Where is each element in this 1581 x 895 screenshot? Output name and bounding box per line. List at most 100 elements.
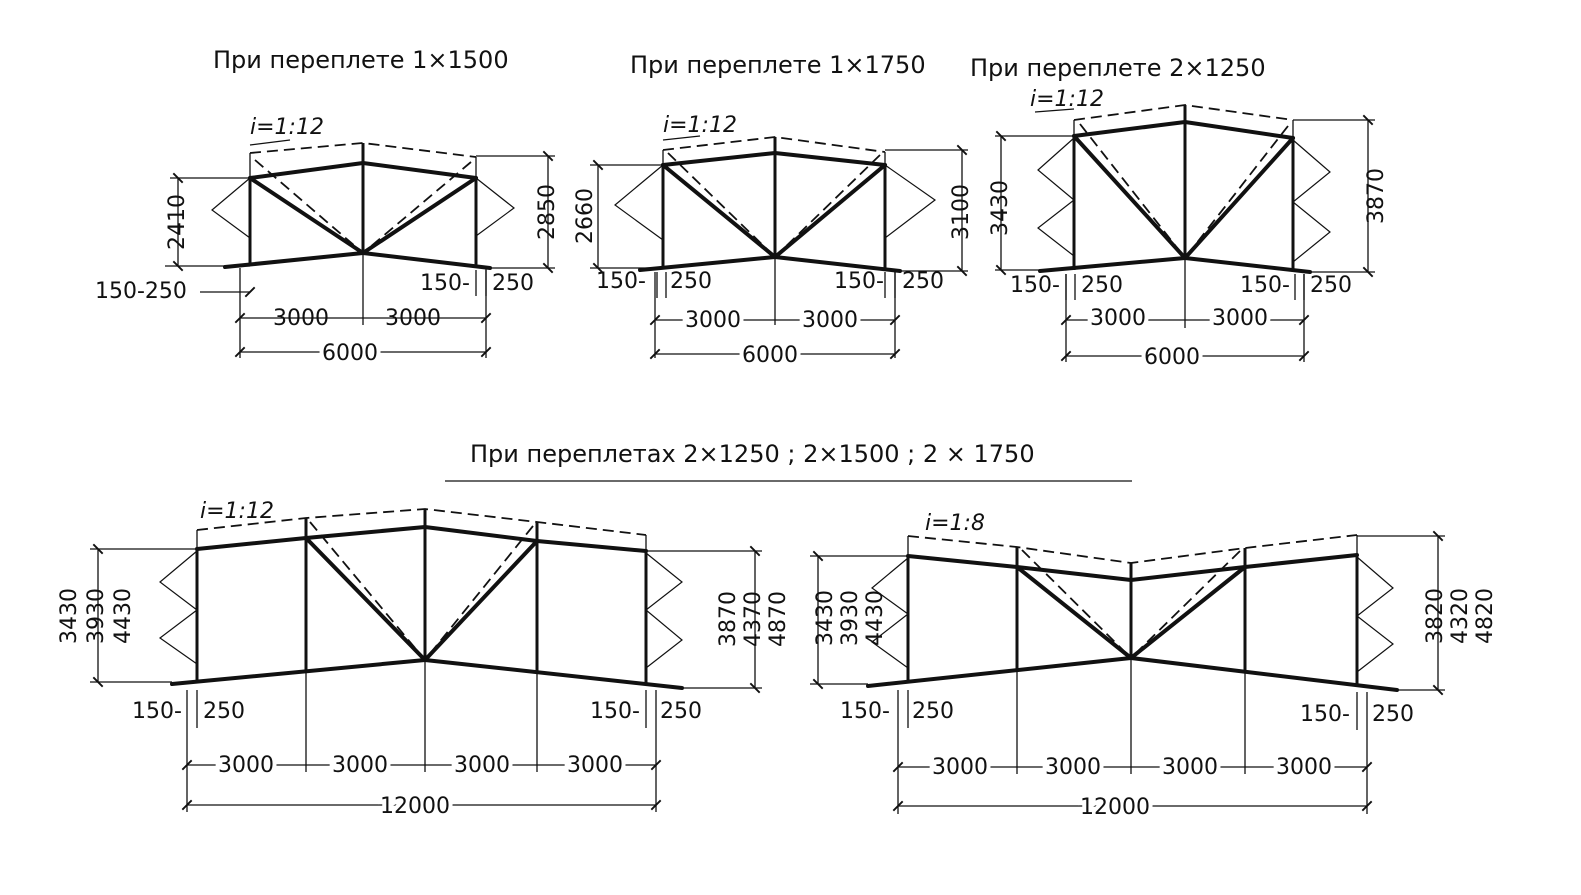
dim-right-height-1: 3820	[1423, 588, 1448, 644]
slope-label: i=1:12	[250, 115, 324, 140]
dim-span-3: 3000	[1162, 755, 1218, 780]
dim-right-height-1: 3870	[716, 591, 741, 647]
sash-symbol-left	[870, 557, 910, 669]
dim-offset-right-a: 150-	[1300, 702, 1350, 727]
brace-right-dashed	[1130, 550, 1241, 659]
dim-span-left-label: 3000	[1090, 306, 1146, 331]
roof-profile-dashed	[249, 142, 477, 158]
top-chord	[195, 525, 648, 553]
sash-symbol-right	[645, 552, 683, 669]
dim-span-1: 3000	[932, 755, 988, 780]
dim-offset-left-b: 250	[670, 269, 712, 294]
sash-symbol-left	[614, 164, 664, 241]
lantern-frame-12m-gable: i=1:12 3430 3930 4430 3870 4370 4870 150…	[57, 499, 791, 823]
lantern-frame-1x1750: i=1:12 2660 3100 150- 250 150- 250 3000 …	[573, 113, 974, 372]
dim-span-left-label: 3000	[685, 308, 741, 333]
lantern-frame-12m-valley: i=1:8 3430 3930 4430 3820 4320 4820 150-…	[810, 511, 1498, 824]
lantern-frame-1x1500: i=1:12 2410 2850 150-250 150- 250 3000 3…	[95, 115, 560, 370]
dim-offset-left-a: 150-	[596, 269, 646, 294]
dim-total-label: 12000	[380, 794, 450, 819]
dim-left-height-2: 3930	[838, 590, 863, 646]
dim-offset-left-b: 250	[1081, 273, 1123, 298]
dim-offset-left-b: 250	[912, 699, 954, 724]
brace-left	[1072, 134, 1187, 260]
brace-left	[304, 536, 427, 662]
dim-left-height-3: 4430	[863, 590, 888, 646]
brace-left-dashed	[667, 152, 776, 258]
brace-left-dashed	[1079, 123, 1186, 259]
dim-right-height-label: 3100	[949, 184, 974, 240]
brace-left-dashed	[309, 521, 426, 661]
dim-offset-right-a: 150-	[834, 269, 884, 294]
dim-total-label: 12000	[1080, 795, 1150, 820]
dim-span-left-label: 3000	[273, 306, 329, 331]
heading-binding-1x1500: При переплете 1×1500	[213, 46, 509, 74]
brace-right	[361, 176, 478, 255]
dim-span-4: 3000	[1276, 755, 1332, 780]
dim-right-height-label: 3870	[1364, 168, 1389, 224]
dim-offset-right-a: 150-	[590, 699, 640, 724]
slope-label: i=1:12	[663, 113, 737, 138]
heading-binding-2x1250: При переплете 2×1250	[970, 54, 1266, 82]
slope-leader	[662, 135, 701, 141]
dim-offset-right-b: 250	[902, 269, 944, 294]
dim-offset-right-b: 250	[1310, 273, 1352, 298]
dim-left-height-2: 3930	[84, 588, 109, 644]
dim-span-3: 3000	[454, 753, 510, 778]
dim-span-right-label: 3000	[1212, 306, 1268, 331]
dim-span-2: 3000	[332, 753, 388, 778]
brace-right	[1129, 565, 1247, 660]
dim-offset-right-b: 250	[1372, 702, 1414, 727]
dim-right-height-3: 4870	[766, 591, 791, 647]
slope-leader	[249, 139, 291, 146]
dim-left-height-3: 4430	[111, 588, 136, 644]
brace-right-dashed	[424, 525, 534, 661]
dim-right-height-3: 4820	[1473, 588, 1498, 644]
dim-span-1: 3000	[218, 753, 274, 778]
heading-bottom-bindings: При переплетах 2×1250 ; 2×1500 ; 2 × 175…	[470, 440, 1035, 468]
bottom-chord	[223, 251, 492, 270]
brace-left-dashed	[1021, 549, 1132, 659]
brace-right	[1183, 136, 1295, 260]
sash-symbol-right	[1292, 139, 1331, 263]
slope-leader	[1034, 108, 1075, 113]
dim-span-right-label: 3000	[802, 308, 858, 333]
brace-left	[661, 163, 777, 259]
dim-total-label: 6000	[322, 341, 378, 366]
brace-left	[248, 176, 365, 255]
slope-label: i=1:8	[925, 511, 985, 536]
dim-right-height-2: 4370	[741, 591, 766, 647]
sash-symbol-right	[1356, 556, 1394, 673]
dim-right-height-2: 4320	[1448, 588, 1473, 644]
brace-left	[1015, 565, 1133, 660]
dim-left-height-label: 3430	[988, 180, 1013, 236]
brace-right-dashed	[1184, 125, 1289, 259]
dim-offset-left-label: 150-250	[95, 279, 187, 304]
dim-offset-right-b: 250	[492, 271, 534, 296]
sash-symbol-left	[211, 177, 251, 239]
sash-symbol-left	[1037, 137, 1075, 257]
dim-right-height-label: 2850	[535, 184, 560, 240]
dim-left-height-label: 2660	[573, 188, 598, 244]
brace-right-dashed	[362, 161, 472, 254]
dim-left-height-label: 2410	[165, 194, 190, 250]
lantern-frame-2x1250: i=1:12 3430 3870 150- 250 150- 250 3000 …	[988, 87, 1389, 374]
sash-symbol-right	[884, 164, 937, 239]
bottom-chord	[866, 656, 1399, 692]
dim-span-2: 3000	[1045, 755, 1101, 780]
sash-symbol-right	[475, 177, 515, 237]
brace-right	[773, 163, 887, 259]
dim-offset-left-b: 250	[203, 699, 245, 724]
dim-offset-left-a: 150-	[1010, 273, 1060, 298]
dim-offset-left-a: 150-	[840, 699, 890, 724]
dim-offset-left-a: 150-	[132, 699, 182, 724]
bottom-chord	[170, 658, 684, 690]
dim-offset-right-a: 150-	[1240, 273, 1290, 298]
dim-offset-right-a: 150-	[420, 271, 470, 296]
slope-label: i=1:12	[1030, 87, 1104, 112]
dim-span-4: 3000	[567, 753, 623, 778]
sash-symbol-left	[158, 550, 198, 665]
slope-label: i=1:12	[200, 499, 274, 524]
dim-left-height-1: 3430	[813, 590, 838, 646]
